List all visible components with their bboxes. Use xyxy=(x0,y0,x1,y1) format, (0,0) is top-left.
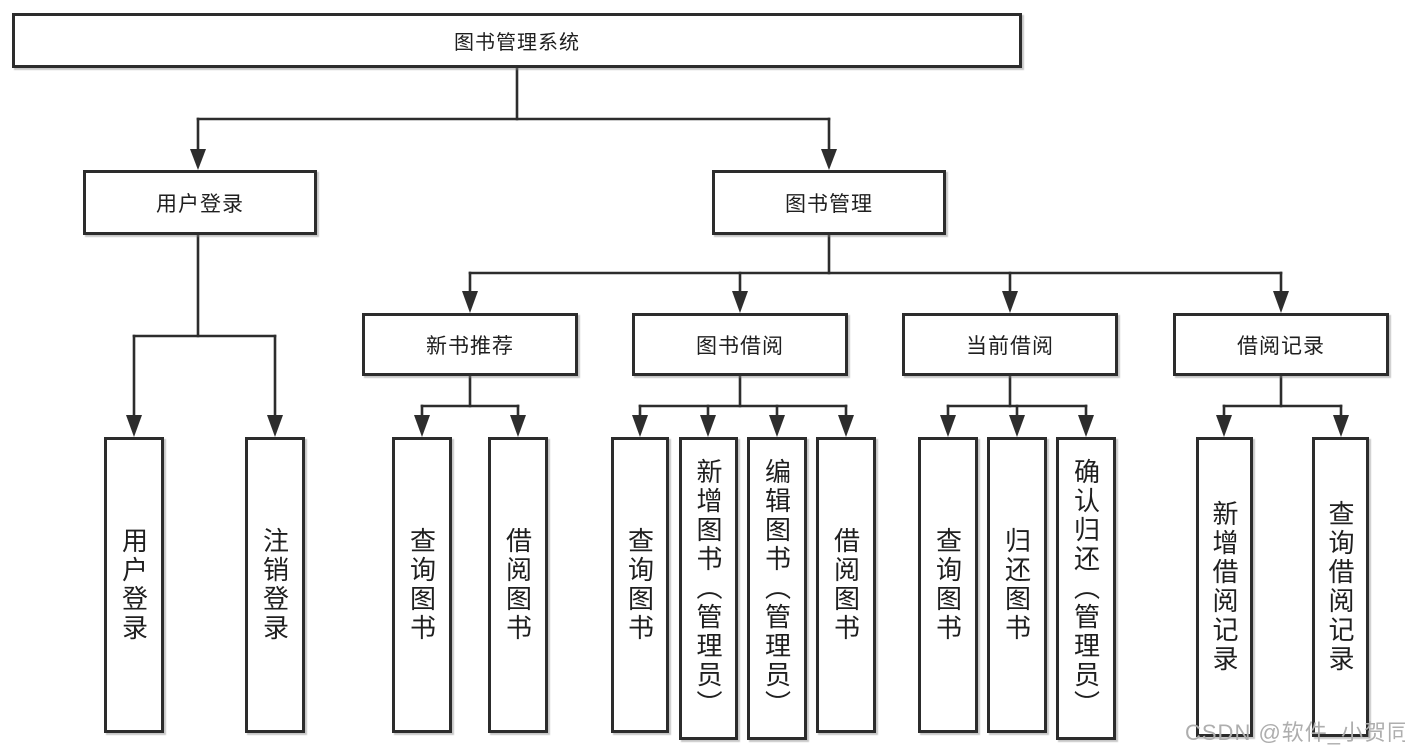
connector-book-mgmt-to-level3 xyxy=(462,233,1289,313)
leaf-logout: 注销登录 xyxy=(245,437,305,733)
node-library-management-system: 图书管理系统 xyxy=(12,13,1022,68)
node-borrow-records: 借阅记录 xyxy=(1173,313,1389,376)
node-book-management-branch: 图书管理 xyxy=(712,170,946,235)
leaf-return-books: 归还图书 xyxy=(987,437,1047,733)
node-user-login-branch: 用户登录 xyxy=(83,170,317,235)
leaf-query-books-current: 查询图书 xyxy=(918,437,978,733)
leaf-query-books-borrow: 查询图书 xyxy=(611,437,669,733)
leaf-add-books-admin: 新增图书（管理员） xyxy=(679,437,738,740)
leaf-edit-books-admin: 编辑图书（管理员） xyxy=(747,437,807,740)
leaf-query-borrow-record: 查询借阅记录 xyxy=(1312,437,1369,737)
leaf-borrow-books: 借阅图书 xyxy=(816,437,876,733)
leaf-borrow-books-recommend: 借阅图书 xyxy=(488,437,548,733)
connector-new-book-to-children xyxy=(414,374,526,437)
connector-borrow-records-to-children xyxy=(1216,374,1349,437)
connector-current-borrow-to-children xyxy=(940,374,1094,437)
csdn-watermark: CSDN @软件_小贺同学 xyxy=(1185,720,1405,745)
leaf-user-login: 用户登录 xyxy=(104,437,164,733)
node-current-borrow: 当前借阅 xyxy=(902,313,1118,376)
connector-user-login-to-children xyxy=(126,233,283,437)
connector-book-borrow-to-children xyxy=(632,374,854,437)
leaf-confirm-return-admin: 确认归还（管理员） xyxy=(1056,437,1116,740)
leaf-add-borrow-record: 新增借阅记录 xyxy=(1196,437,1253,737)
node-new-book-recommend: 新书推荐 xyxy=(362,313,578,376)
leaf-query-books-recommend: 查询图书 xyxy=(392,437,452,733)
connector-root-to-level2 xyxy=(190,66,837,170)
node-book-borrow: 图书借阅 xyxy=(632,313,848,376)
